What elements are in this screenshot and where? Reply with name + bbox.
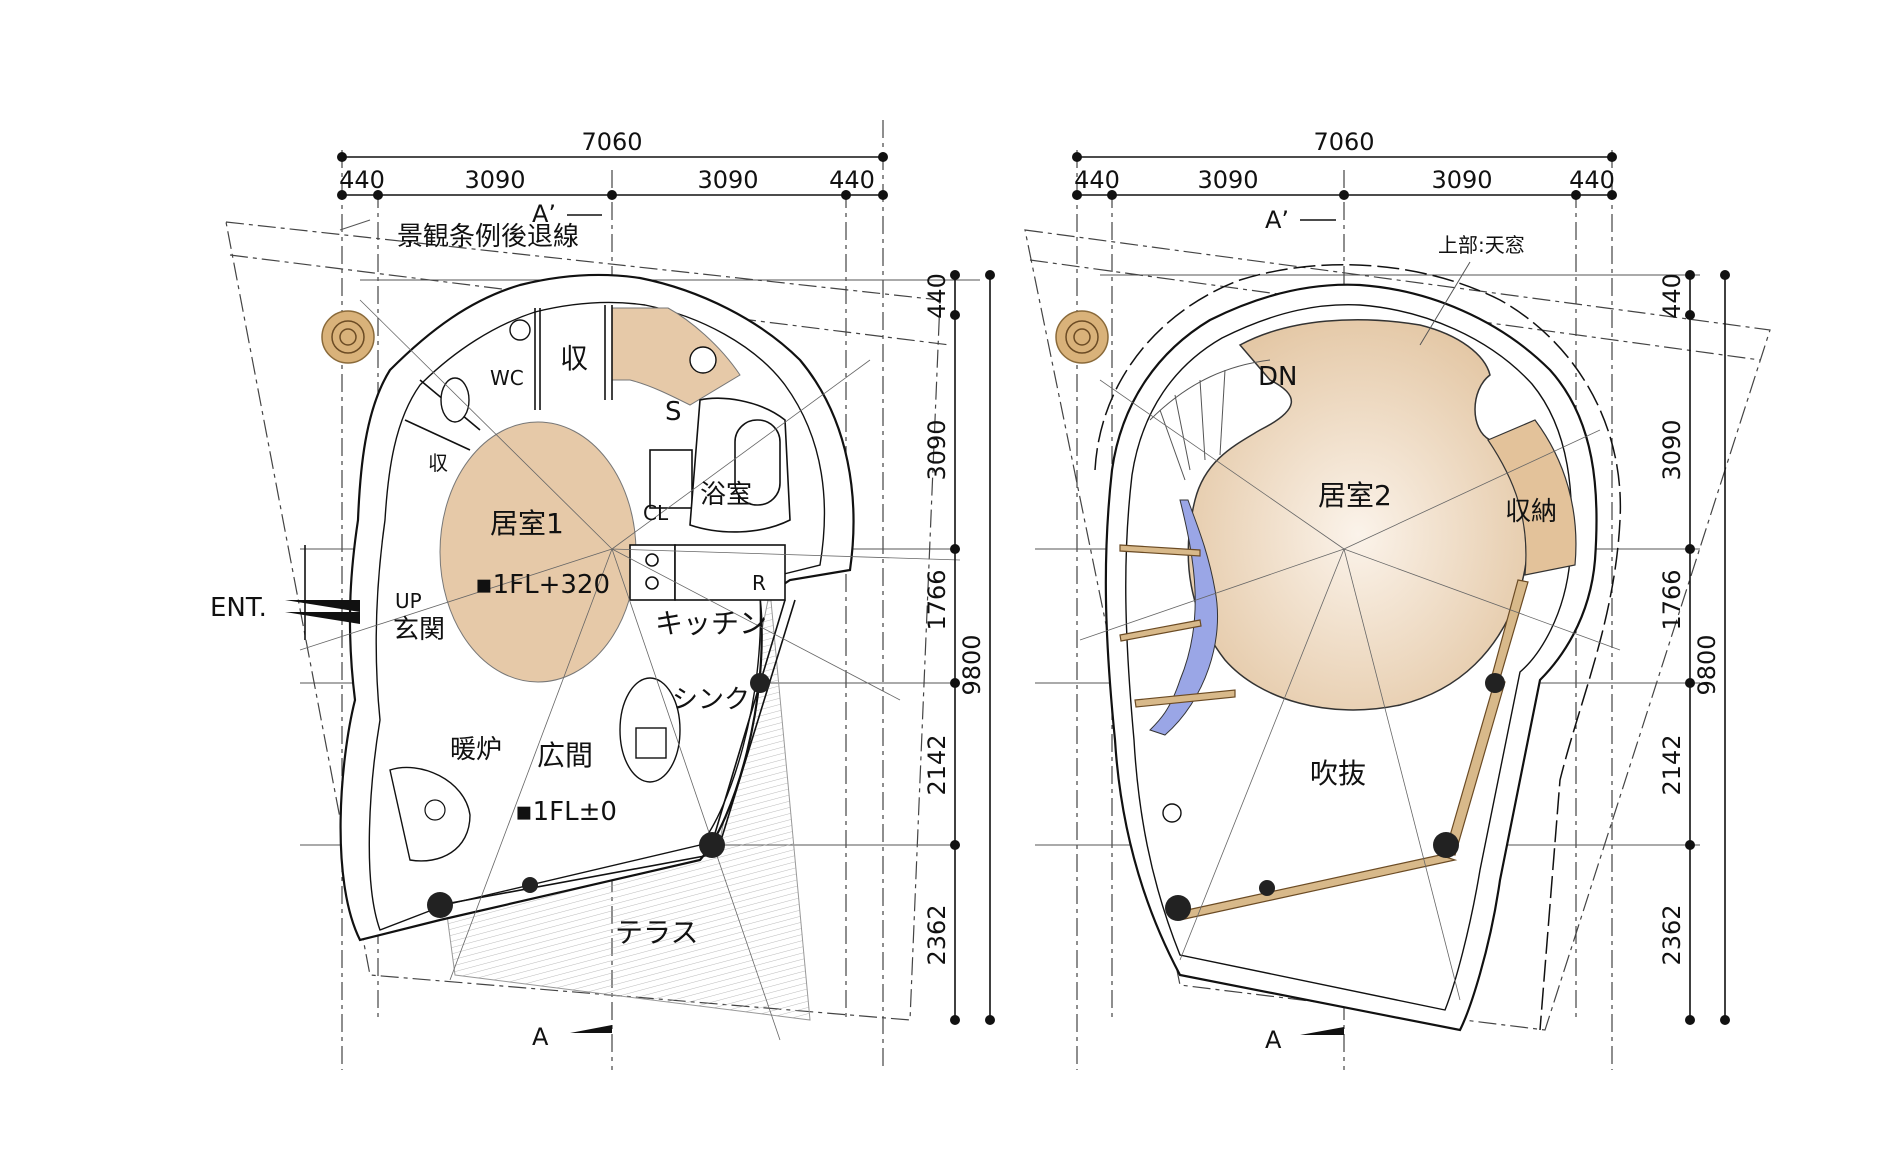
dim-3090-right-right: 3090 bbox=[1658, 419, 1686, 480]
room-entrance-label: 玄関 bbox=[393, 615, 445, 645]
room2-zone bbox=[1187, 319, 1529, 711]
dim-3090-a-right: 3090 bbox=[1197, 166, 1258, 194]
entrance-arrow-icon bbox=[285, 545, 360, 640]
room1-level-label: ▪1FL+320 bbox=[475, 570, 610, 600]
dim-1766-right-right: 1766 bbox=[1658, 569, 1686, 630]
room-sink-label: シンク bbox=[672, 685, 750, 715]
dim-9800-right-right: 9800 bbox=[1693, 634, 1721, 695]
dim-total-right: 7060 bbox=[1313, 128, 1374, 156]
dim-3090-right-left: 3090 bbox=[923, 419, 951, 480]
room-hall-level-label: ▪1FL±0 bbox=[515, 797, 617, 827]
dim-2362-right-right: 2362 bbox=[1658, 904, 1686, 965]
room-cl-label: CL bbox=[643, 501, 669, 525]
dim-440-right-left: 440 bbox=[923, 273, 951, 319]
dim-1766-right-left: 1766 bbox=[923, 569, 951, 630]
dim-440-b-left: 440 bbox=[829, 166, 875, 194]
columns-right bbox=[1162, 673, 1505, 921]
room-r-label: R bbox=[752, 571, 766, 595]
construction-lines-left bbox=[299, 299, 961, 1041]
dim-440-b-right: 440 bbox=[1569, 166, 1615, 194]
dim-total-left: 7060 bbox=[581, 128, 642, 156]
interior-walls-left bbox=[389, 305, 796, 906]
plan-first-floor: 7060 440 3090 3090 440 A’ A 景観条例後退線 WC 収… bbox=[210, 120, 995, 1070]
room-s-label: S bbox=[665, 397, 682, 427]
room-wc-label: WC bbox=[490, 366, 524, 390]
timber-beams-right bbox=[1119, 544, 1529, 921]
section-marker-bottom-left: A bbox=[532, 1023, 549, 1051]
room-hall-label: 広間 bbox=[537, 739, 593, 772]
roof-outline-right bbox=[1094, 263, 1622, 1031]
room-bath-label: 浴室 bbox=[700, 480, 752, 510]
room-fireplace-label: 暖炉 bbox=[450, 735, 502, 765]
columns-left bbox=[427, 673, 770, 918]
dim-2142-right-left: 2142 bbox=[923, 734, 951, 795]
right-dimension-right bbox=[1685, 270, 1730, 1025]
dim-3090-a-left: 3090 bbox=[464, 166, 525, 194]
setback-line-label: 景観条例後退線 bbox=[397, 222, 579, 252]
room-terrace-label: テラス bbox=[615, 916, 698, 949]
section-marker-top-left: A’ bbox=[532, 200, 556, 228]
stair-up-label: UP bbox=[395, 589, 422, 613]
room-void-label: 吹抜 bbox=[1310, 757, 1366, 790]
top-dimension-right bbox=[1072, 152, 1617, 200]
dim-2362-right-left: 2362 bbox=[923, 904, 951, 965]
skylight-label: 上部:天窓 bbox=[1438, 233, 1525, 257]
dim-440-a-left: 440 bbox=[339, 166, 385, 194]
room-storage-left-label: 収 bbox=[428, 451, 448, 475]
storage-zone bbox=[1487, 419, 1577, 576]
dim-3090-b-right: 3090 bbox=[1431, 166, 1492, 194]
section-marker-bottom-right: A bbox=[1265, 1026, 1282, 1054]
stair-down-label: DN bbox=[1258, 362, 1297, 392]
tree-icon bbox=[1055, 310, 1109, 364]
section-marker-top-right: A’ bbox=[1265, 206, 1289, 234]
entrance-label: ENT. bbox=[210, 593, 267, 623]
dim-3090-b-left: 3090 bbox=[697, 166, 758, 194]
room1-label: 居室1 bbox=[490, 507, 564, 540]
top-dimension-left bbox=[337, 152, 888, 200]
stair-treads-right bbox=[1149, 359, 1271, 481]
site-boundary-right bbox=[1024, 229, 1771, 1031]
room1-zone bbox=[439, 421, 637, 683]
room2-label: 居室2 bbox=[1318, 479, 1392, 512]
dim-440-a-right: 440 bbox=[1074, 166, 1120, 194]
storage-s-zone bbox=[611, 307, 741, 406]
dim-9800-right-left: 9800 bbox=[958, 634, 986, 695]
dim-440-right-right: 440 bbox=[1658, 273, 1686, 319]
stair-zone bbox=[1149, 499, 1219, 736]
right-dimension-left bbox=[950, 270, 995, 1025]
construction-lines-right bbox=[1079, 379, 1621, 1001]
room-storage-top-label: 収 bbox=[560, 342, 588, 375]
room-kitchen-label: キッチン bbox=[655, 607, 767, 640]
dim-2142-right-right: 2142 bbox=[1658, 734, 1686, 795]
plan-second-floor: 7060 440 3090 3090 440 A’ A 上部:天窓 DN 居室2… bbox=[1024, 128, 1771, 1070]
tree-icon bbox=[321, 310, 375, 364]
room-storage-label: 収納 bbox=[1505, 497, 1557, 527]
